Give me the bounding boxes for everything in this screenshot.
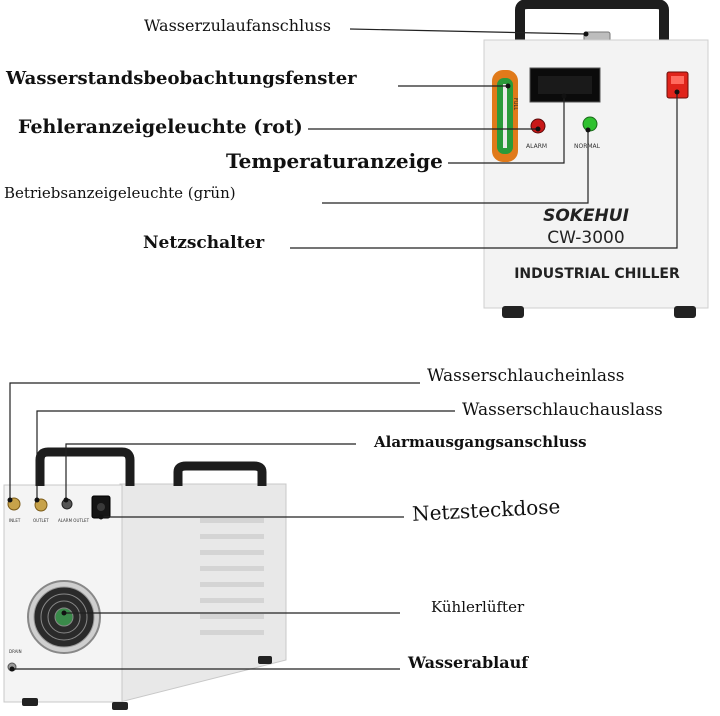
label-power-lamp: Betriebsanzeigeleuchte (grün) <box>4 184 236 202</box>
side-vents <box>200 518 264 635</box>
label-water-level-window: Wasserstandsbeobachtungsfenster <box>6 68 357 89</box>
rear-foot-right <box>112 702 128 710</box>
chiller-front-unit: FULL ALARM NORMAL SOKEHUI CW-3000 INDUST… <box>483 0 709 318</box>
front-foot-right <box>674 306 696 318</box>
alarm-outlet-text: ALARM OUTLET <box>58 518 90 523</box>
gauge-text: FULL <box>512 98 518 110</box>
alarm-text: ALARM <box>526 143 547 150</box>
label-cooling-fan: Kühlerlüfter <box>431 598 525 616</box>
rear-handle-right <box>173 461 267 486</box>
leader-hose-outlet <box>36 410 455 500</box>
rear-foot-side <box>258 656 272 664</box>
outlet-text: OUTLET <box>33 518 49 523</box>
device-type: INDUSTRIAL CHILLER <box>514 266 680 282</box>
cooling-fan <box>27 580 101 654</box>
leader-temp-display <box>448 96 565 164</box>
model-name: CW-3000 <box>547 228 624 248</box>
front-foot-left <box>502 306 524 318</box>
label-water-inlet-port: Wasserzulaufanschluss <box>144 16 331 35</box>
rear-handle-left <box>35 447 135 486</box>
chiller-rear-unit: INLET OUTLET ALARM OUTLET DRAIN <box>3 447 287 710</box>
inlet-text: INLET <box>9 518 21 523</box>
leader-hose-inlet <box>9 382 420 500</box>
label-alarm-output-port: Alarmausgangsanschluss <box>374 433 587 451</box>
label-error-lamp: Fehleranzeigeleuchte (rot) <box>18 116 303 138</box>
temperature-display-screen <box>538 76 592 94</box>
top-handle <box>515 0 669 40</box>
leader-alarm-port <box>65 443 356 500</box>
label-hose-inlet: Wasserschlaucheinlass <box>427 366 625 386</box>
rear-foot-left <box>22 698 38 706</box>
leader-water-inlet <box>349 28 587 35</box>
drain-text: DRAIN <box>9 649 22 654</box>
normal-text: NORMAL <box>574 143 601 150</box>
water-level-gauge: FULL <box>492 70 518 162</box>
leader-power-lamp <box>322 130 589 204</box>
brand-name: SOKEHUI <box>543 206 629 226</box>
label-temperature-display: Temperaturanzeige <box>226 149 443 173</box>
leader-power-switch <box>290 92 678 249</box>
label-power-switch: Netzschalter <box>143 233 265 253</box>
label-hose-outlet: Wasserschlauchauslass <box>462 400 663 420</box>
label-water-drain: Wasserablauf <box>408 653 529 672</box>
leader-lines <box>9 28 678 670</box>
leader-dots <box>7 31 680 672</box>
power-socket-hole <box>97 503 105 511</box>
power-switch-rocker <box>671 76 684 84</box>
